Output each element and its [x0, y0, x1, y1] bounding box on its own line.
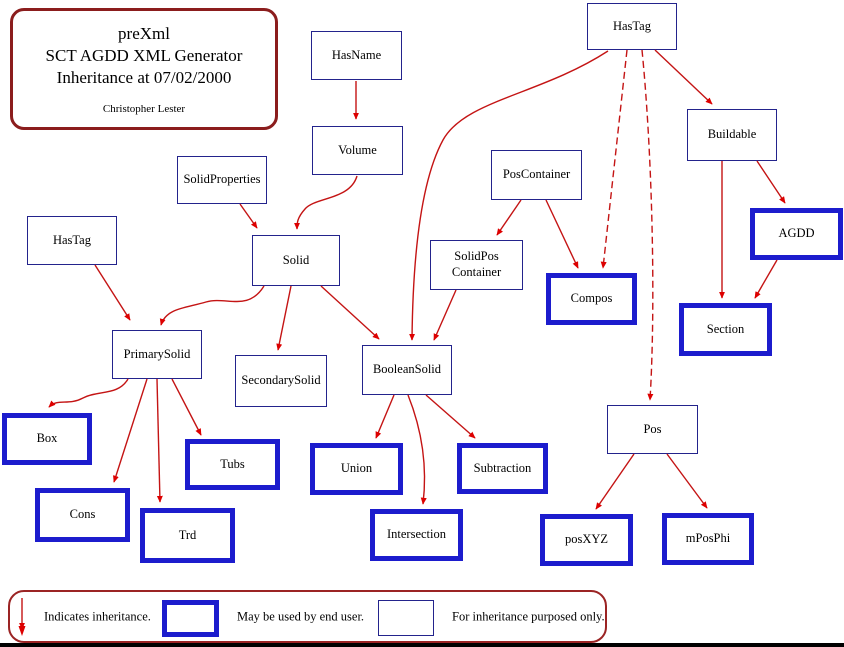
node-label: HasTag [612, 18, 651, 33]
edge-booleansolid-subtraction [425, 394, 476, 439]
legend-end-user-label: May be used by end user. [237, 609, 365, 623]
node-label: PrimarySolid [123, 346, 191, 361]
node-posxyz: posXYZ [540, 514, 633, 566]
title-card: preXml SCT AGDD XML Generator Inheritanc… [10, 8, 278, 130]
edge-pos-posxyz [595, 453, 635, 510]
node-label: HasTag [52, 232, 91, 247]
node-box: Box [2, 413, 92, 465]
edge-solid-secondarysolid [276, 285, 292, 351]
edge-hastagtop-compos [600, 49, 628, 269]
node-hastag-top: HasTag [587, 3, 677, 50]
node-agdd: AGDD [750, 208, 843, 260]
node-label: Trd [178, 527, 197, 542]
node-secondarysolid: SecondarySolid [235, 355, 327, 407]
node-label: Subtraction [473, 460, 532, 475]
bottom-bar [0, 643, 844, 647]
edge-buildable-agdd [756, 160, 786, 204]
legend-end-user-box-icon [162, 600, 219, 637]
node-label: BooleanSolid [372, 362, 442, 377]
node-label: Box [36, 431, 58, 446]
node-label: SolidPos Container [451, 249, 502, 279]
node-compos: Compos [546, 273, 637, 325]
node-booleansolid: BooleanSolid [362, 345, 452, 395]
node-label: Pos [643, 421, 662, 436]
title-line-2: SCT AGDD XML Generator [45, 45, 243, 65]
node-volume: Volume [312, 126, 403, 175]
node-subtraction: Subtraction [457, 443, 548, 494]
node-mposphi: mPosPhi [662, 513, 754, 565]
node-label: Cons [69, 507, 96, 522]
node-union: Union [310, 443, 403, 495]
title-author: Christopher Lester [102, 103, 186, 116]
edge-solid-booleansolid [320, 285, 380, 340]
node-section: Section [679, 303, 772, 356]
node-label: Volume [338, 142, 377, 157]
edge-pos-mposphi [666, 453, 708, 509]
node-buildable: Buildable [687, 109, 777, 161]
edge-booleansolid-intersection [407, 394, 427, 505]
legend-inheritance-label: For inheritance purposed only. [452, 609, 605, 623]
node-hastag-left: HasTag [27, 216, 117, 265]
inheritance-arrow-icon [18, 598, 26, 636]
edge-hastagtop-pos [641, 49, 654, 401]
edge-volume-solid [294, 175, 358, 230]
node-primarysolid: PrimarySolid [112, 330, 202, 379]
edge-booleansolid-union [375, 394, 395, 439]
legend-arrow-label: Indicates inheritance. [44, 609, 151, 623]
node-trd: Trd [140, 508, 235, 563]
edge-agdd-section [754, 259, 778, 299]
node-label: posXYZ [564, 532, 609, 547]
node-solidposcontainer: SolidPos Container [430, 240, 523, 290]
node-pos: Pos [607, 405, 698, 454]
node-label: Intersection [386, 527, 446, 542]
node-label: Section [706, 321, 745, 336]
node-label: SolidProperties [183, 172, 261, 187]
node-label: Solid [282, 252, 310, 267]
node-hasname: HasName [311, 31, 402, 80]
legend-inheritance-box-icon [378, 600, 434, 636]
edge-hastagleft-primarysolid [94, 264, 131, 321]
node-cons: Cons [35, 488, 130, 542]
edge-hastagtop-buildable [654, 49, 713, 105]
node-label: SecondarySolid [241, 373, 321, 388]
node-label: Buildable [707, 127, 757, 142]
edge-primarysolid-cons [113, 378, 148, 483]
title-line-3: Inheritance at 07/02/2000 [56, 68, 232, 88]
node-label: Union [340, 461, 373, 476]
node-label: AGDD [778, 226, 815, 241]
node-label: PosContainer [502, 167, 571, 182]
node-label: Tubs [220, 456, 245, 471]
node-label: mPosPhi [685, 531, 731, 546]
edge-poscontainer-compos [545, 199, 579, 269]
node-solidproperties: SolidProperties [177, 156, 267, 204]
edge-primarysolid-tubs [171, 378, 202, 436]
node-poscontainer: PosContainer [491, 150, 582, 200]
node-intersection: Intersection [370, 509, 463, 561]
edge-solidproperties-solid [239, 203, 258, 229]
edge-primarysolid-box [48, 378, 129, 408]
title-line-1: preXml [118, 23, 170, 43]
edge-solid-primarysolid [159, 285, 265, 326]
edge-solidposcontainer-booleansolid [433, 289, 457, 341]
edge-primarysolid-trd [156, 378, 163, 503]
legend: Indicates inheritance. May be used by en… [8, 590, 607, 643]
node-solid: Solid [252, 235, 340, 286]
node-tubs: Tubs [185, 439, 280, 490]
edge-poscontainer-solidposcontainer [496, 199, 522, 236]
node-label: HasName [331, 47, 382, 62]
node-label: Compos [570, 291, 613, 306]
